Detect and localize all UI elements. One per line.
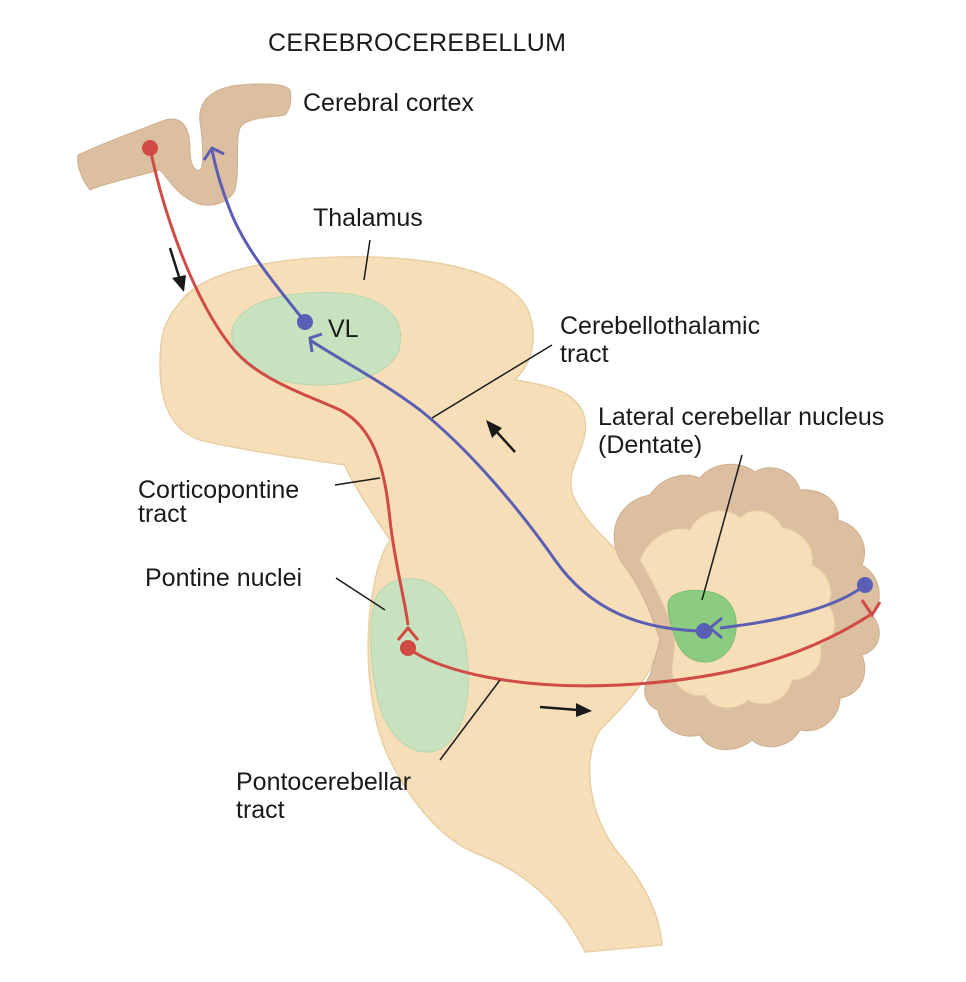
label-vl: VL [328, 315, 359, 343]
label-lateral-nucleus-line1: Lateral cerebellar nucleus [598, 403, 884, 431]
leader-cerebellothalamic [431, 344, 553, 419]
arrow-right-pontocerebellar [539, 703, 592, 717]
label-pontine-nuclei: Pontine nuclei [145, 564, 302, 592]
label-corticopontine-line1: Corticopontine [138, 476, 299, 504]
cerebellothalamic-pathway [309, 338, 705, 633]
corticopontine-terminal [396, 625, 420, 641]
diagram-title: CEREBROCEREBELLUM [268, 29, 566, 57]
arrow-down-corticopontine [168, 247, 186, 292]
label-cerebral-cortex: Cerebral cortex [303, 89, 474, 117]
label-lateral-nucleus-line2: (Dentate) [598, 431, 702, 459]
vl-nucleus-region [231, 292, 402, 386]
pontine-nuclei-region [370, 578, 469, 753]
cerebellum-white-matter [639, 510, 836, 709]
corticopontine-pathway [148, 147, 410, 626]
cerebral-cortex-shape [77, 83, 292, 206]
leader-lateral-nucleus [701, 454, 743, 601]
leader-thalamus [363, 239, 371, 281]
arrow-up-cerebellothalamic [486, 420, 516, 453]
label-cerebellothalamic-line2: tract [560, 340, 609, 368]
leader-corticopontine [334, 477, 381, 486]
cortex-neuron-red [142, 140, 158, 156]
purkinje-to-dentate-pathway [719, 583, 866, 630]
label-cerebellothalamic-line1: Cerebellothalamic [560, 312, 760, 340]
label-corticopontine-line2: tract [138, 500, 187, 528]
label-pontocerebellar-line2: tract [236, 796, 285, 824]
pontocerebellar-pathway [407, 613, 871, 688]
label-pontocerebellar-line1: Pontocerebellar [236, 768, 411, 796]
cerebellothalamic-terminal [308, 332, 323, 353]
label-thalamus: Thalamus [313, 204, 423, 232]
leader-pontine-nuclei [335, 577, 386, 611]
thalamocortical-pathway [210, 149, 307, 323]
leader-pontocerebellar [439, 679, 501, 761]
pontocerebellar-terminal [860, 599, 882, 618]
thalamocortical-terminal [202, 146, 225, 161]
